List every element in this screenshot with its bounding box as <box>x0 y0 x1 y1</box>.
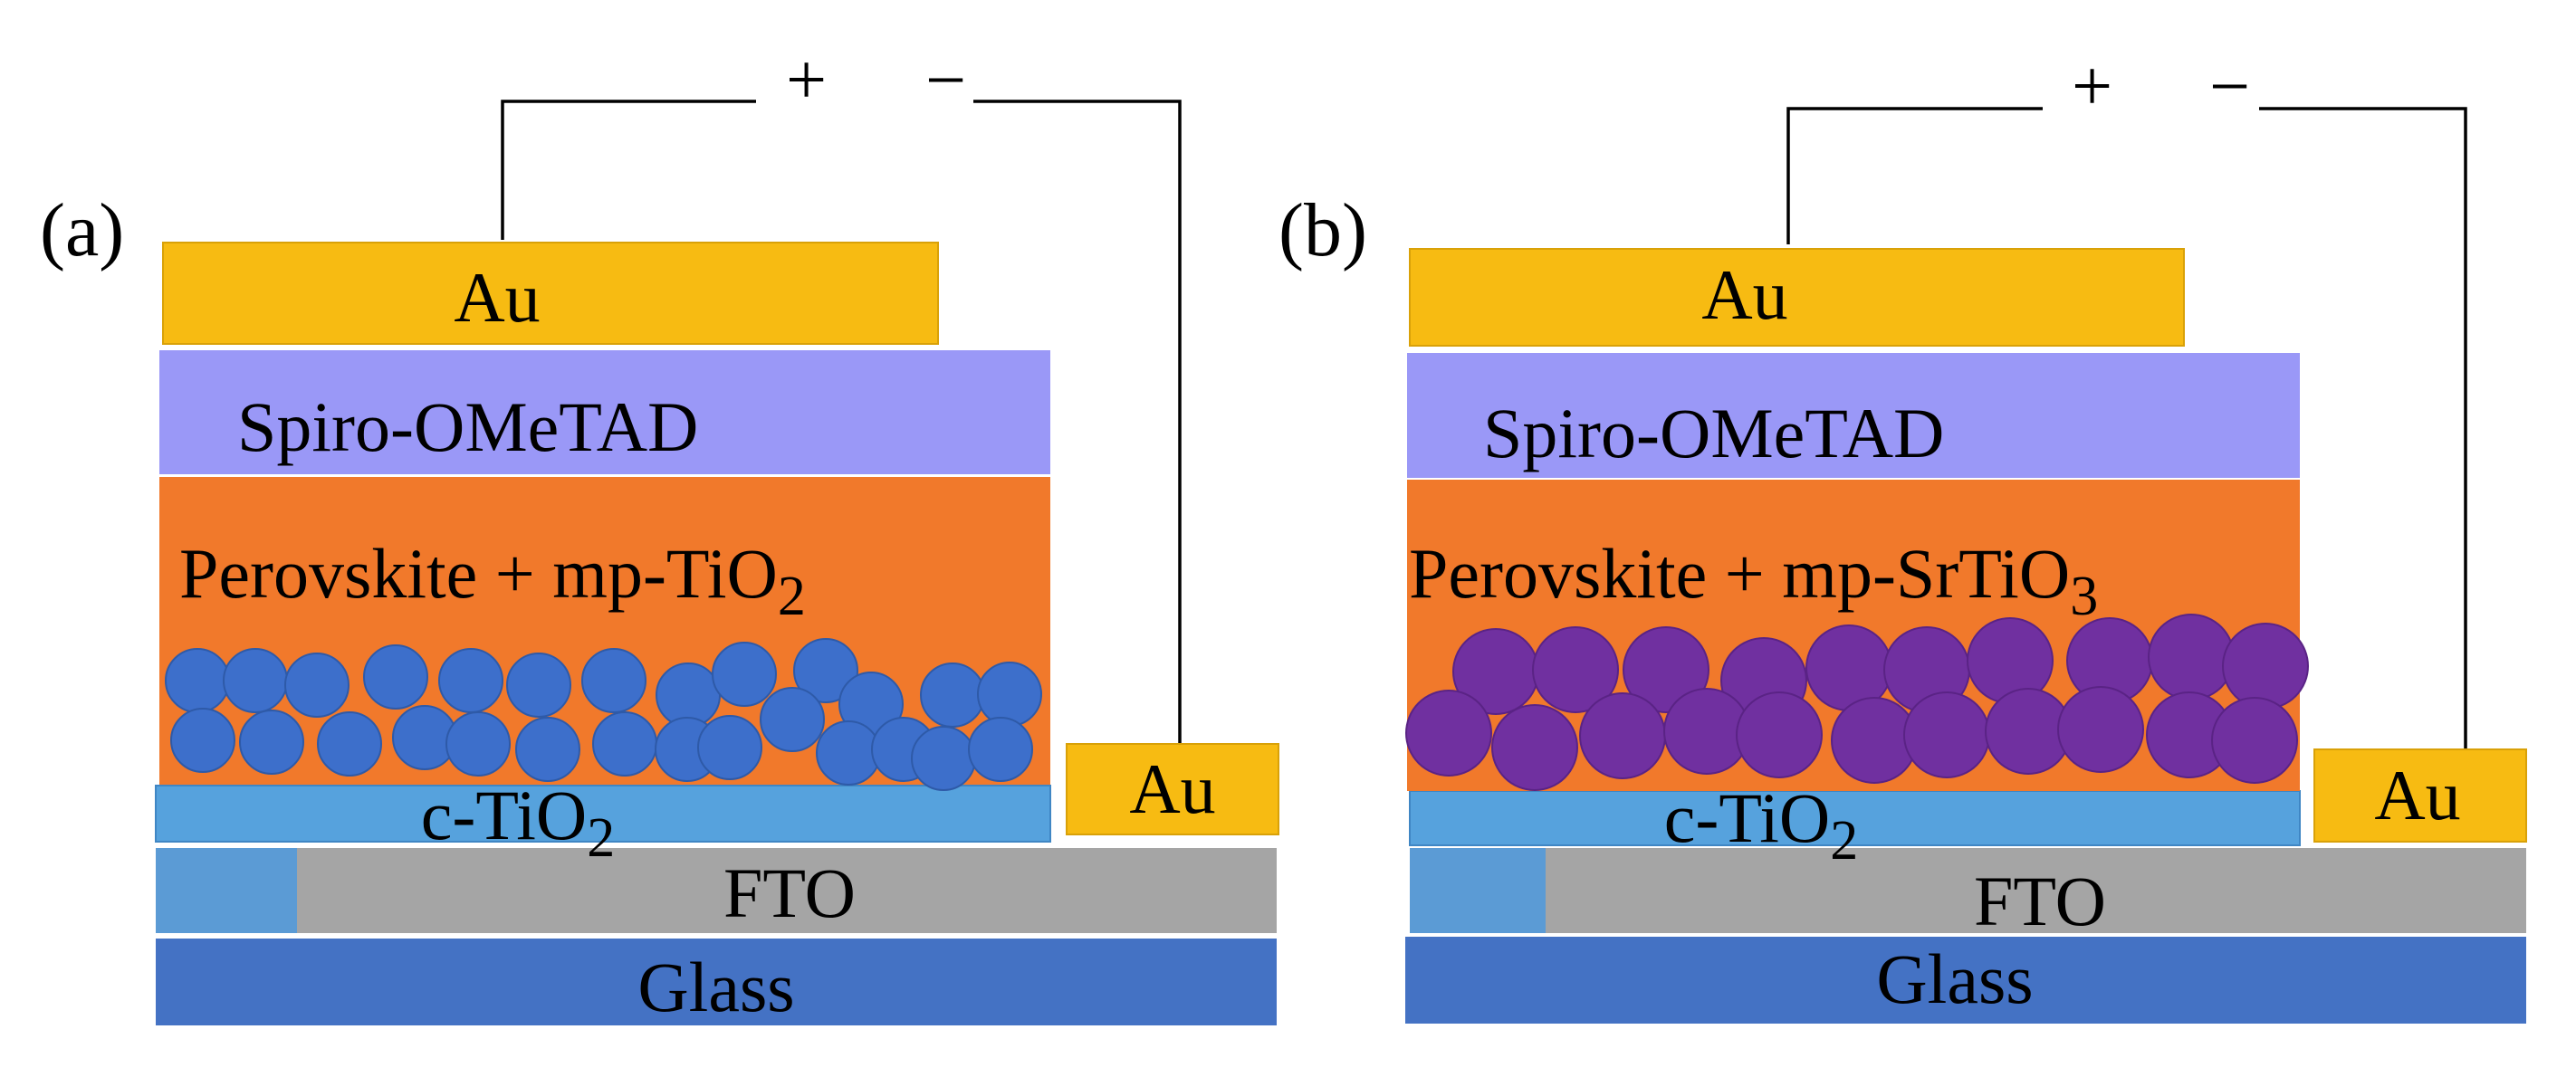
au-top-label: Au <box>1701 255 1787 334</box>
fto-layer <box>1546 848 2526 933</box>
positive-sign: + <box>2072 47 2112 127</box>
srtio3-nanoparticle-icon <box>1736 691 1823 778</box>
srtio3-nanoparticle-icon <box>1623 626 1709 713</box>
ctio2-layer <box>155 785 1051 843</box>
tio2-nanoparticle-icon <box>438 648 503 713</box>
tio2-nanoparticle-icon <box>165 648 230 713</box>
tio2-nanoparticle-icon <box>223 648 288 713</box>
au-side-label: Au <box>2374 756 2460 834</box>
tio2-nanoparticle-icon <box>317 711 382 777</box>
au-side-label: Au <box>1129 749 1215 828</box>
tio2-nanoparticle-icon <box>697 715 762 780</box>
tio2-nanoparticle-icon <box>911 726 976 791</box>
perovskite-label: Perovskite + mp-SrTiO3 <box>1409 534 2098 627</box>
tio2-nanoparticle-icon <box>920 662 985 728</box>
tio2-nanoparticle-icon <box>363 644 428 710</box>
glass-label: Glass <box>1876 939 2033 1018</box>
srtio3-nanoparticle-icon <box>2057 686 2144 773</box>
srtio3-nanoparticle-icon <box>2211 697 2298 784</box>
panel-b: (b) + − Glass FTO c-TiO2 Au Perovskite +… <box>1278 47 2527 1024</box>
glass-label: Glass <box>637 948 794 1026</box>
wire-positive <box>501 100 756 240</box>
srtio3-nanoparticle-icon <box>2222 623 2309 710</box>
wire-negative <box>2259 107 2467 749</box>
srtio3-nanoparticle-icon <box>1532 626 1619 713</box>
tio2-nanoparticles <box>165 638 1042 791</box>
srtio3-nanoparticle-icon <box>1491 704 1578 791</box>
ctio2-label: c-TiO2 <box>1664 778 1859 872</box>
ctio2-label: c-TiO2 <box>421 776 616 869</box>
spiro-label: Spiro-OMeTAD <box>237 387 698 466</box>
fto-etched-region <box>156 848 297 933</box>
srtio3-nanoparticle-icon <box>1579 692 1666 779</box>
tio2-nanoparticle-icon <box>581 648 646 713</box>
au-top-electrode <box>1409 248 2185 347</box>
fto-layer <box>297 848 1277 933</box>
au-top-label: Au <box>454 258 540 337</box>
tio2-nanoparticle-icon <box>284 653 350 718</box>
tio2-nanoparticle-icon <box>445 711 511 777</box>
tio2-nanoparticle-icon <box>816 720 881 786</box>
panel-a: (a) + − Glass FTO c-TiO2 Au Perovskite +… <box>40 41 1279 1026</box>
spiro-label: Spiro-OMeTAD <box>1483 394 1944 472</box>
au-side-electrode <box>2313 748 2527 843</box>
srtio3-nanoparticles <box>1405 614 2309 791</box>
glass-layer <box>156 939 1277 1025</box>
spiro-layer <box>1407 353 2300 478</box>
tio2-nanoparticle-icon <box>170 708 235 773</box>
tio2-nanoparticle-icon <box>506 653 571 718</box>
tio2-nanoparticle-icon <box>515 717 580 782</box>
positive-sign: + <box>786 41 827 120</box>
perovskite-label: Perovskite + mp-TiO2 <box>179 534 806 627</box>
negative-sign: − <box>2209 47 2250 127</box>
tio2-nanoparticle-icon <box>712 642 777 707</box>
tio2-nanoparticle-icon <box>977 662 1042 727</box>
negative-sign: − <box>925 41 966 120</box>
au-top-electrode <box>162 242 939 345</box>
tio2-nanoparticle-icon <box>592 711 657 777</box>
srtio3-nanoparticle-icon <box>1903 691 1990 778</box>
fto-etched-region <box>1410 848 1546 933</box>
fto-label: FTO <box>1974 862 2106 940</box>
panel-label: (a) <box>40 188 124 272</box>
wire-negative <box>973 100 1182 744</box>
srtio3-nanoparticle-icon <box>2148 614 2235 701</box>
tio2-nanoparticle-icon <box>968 717 1033 782</box>
tio2-nanoparticle-icon <box>793 638 858 703</box>
spiro-layer <box>159 350 1050 474</box>
glass-layer <box>1405 937 2526 1024</box>
ctio2-layer <box>1409 790 2301 846</box>
tio2-nanoparticle-icon <box>760 687 825 752</box>
tio2-nanoparticle-icon <box>239 710 304 775</box>
au-side-electrode <box>1066 743 1279 835</box>
panel-label: (b) <box>1278 188 1367 272</box>
srtio3-nanoparticle-icon <box>1405 690 1492 777</box>
fto-label: FTO <box>723 853 856 932</box>
wire-positive <box>1786 107 2043 244</box>
